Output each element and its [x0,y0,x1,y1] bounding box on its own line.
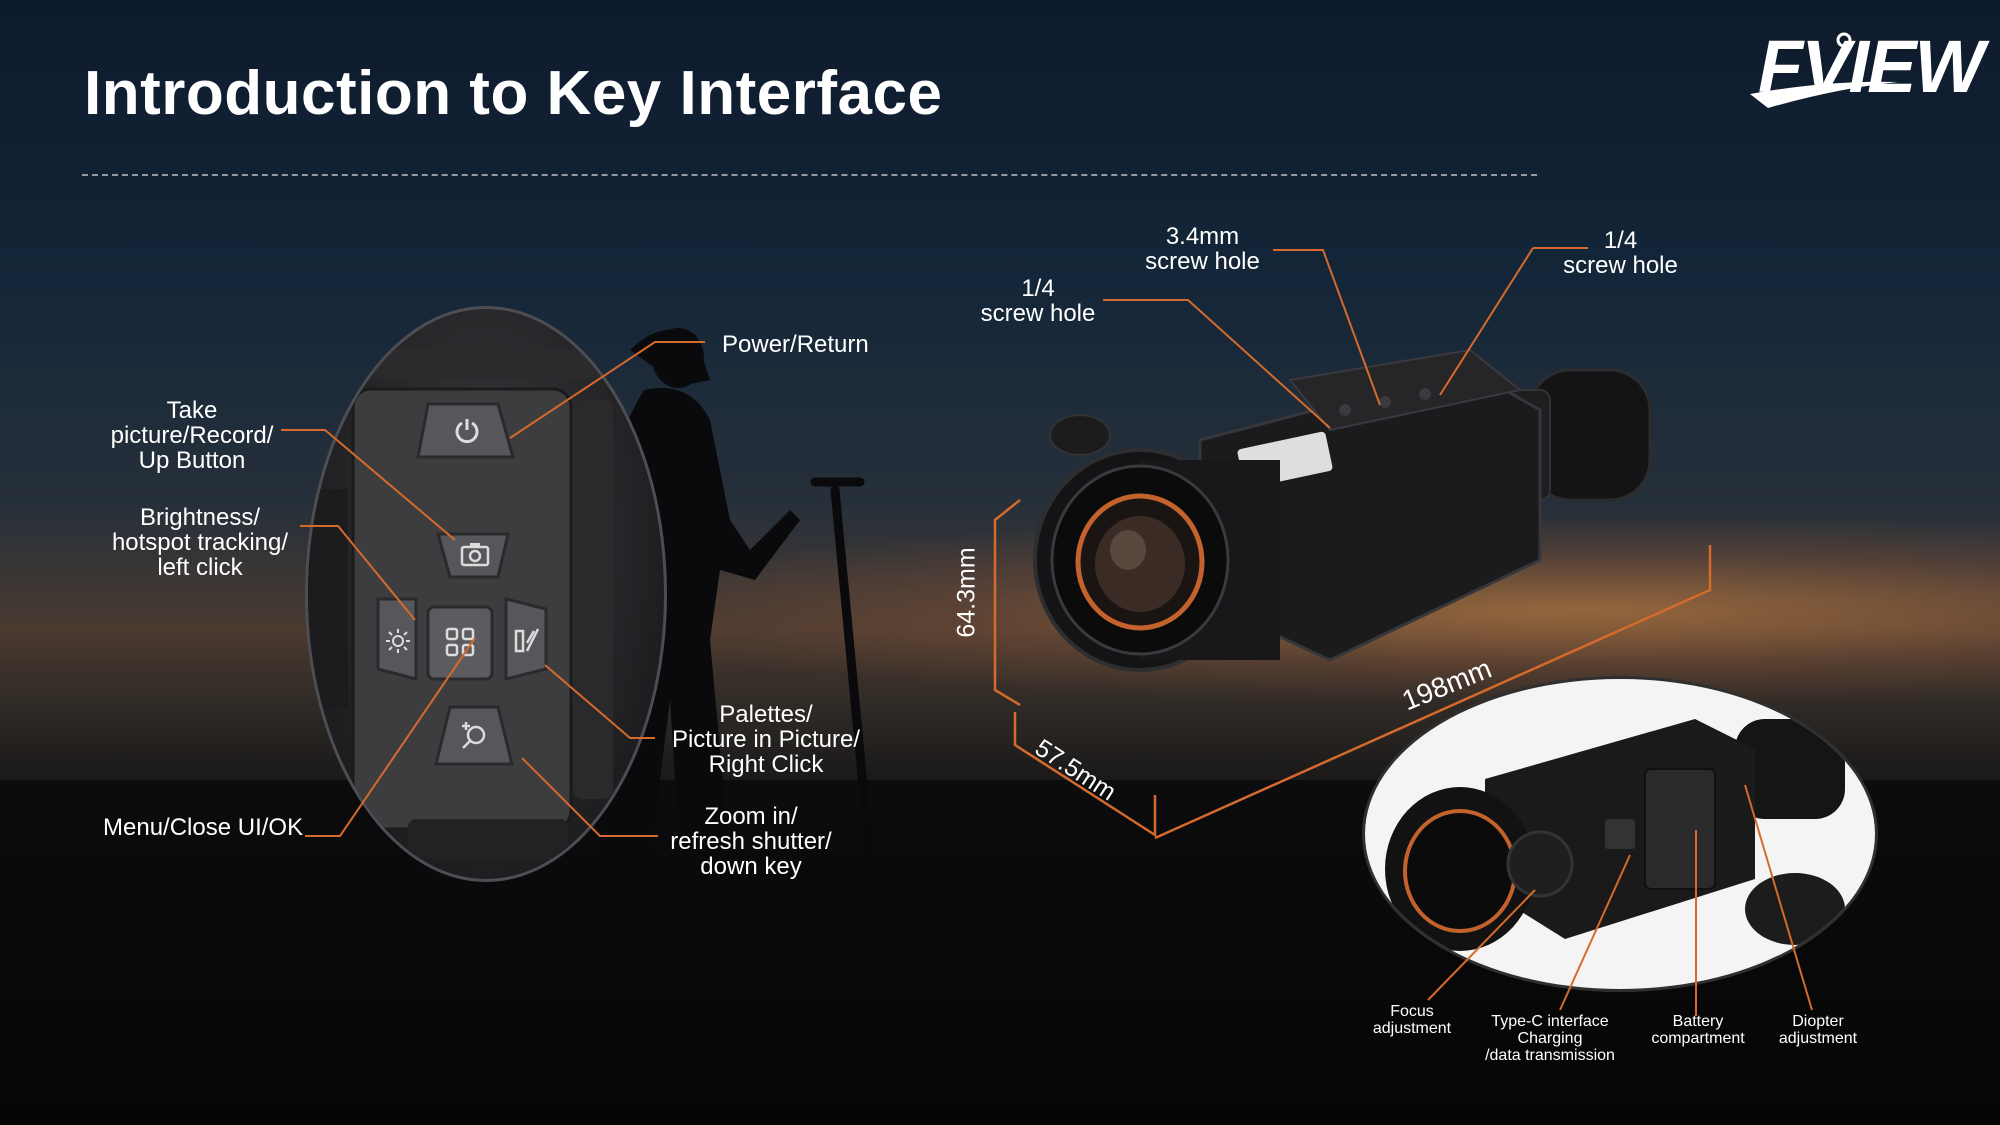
palette-icon[interactable] [514,625,540,655]
scope-side-drawing [1385,719,1845,951]
take-picture-label: Take picture/Record/ Up Button [110,397,274,474]
camera-icon[interactable] [460,541,490,567]
title-divider [82,174,1537,176]
screw-hole-14-right-label: 1/4 screw hole [1563,227,1678,279]
menu-label: Menu/Close UI/OK [103,814,304,841]
button-panel-inset [305,306,667,882]
button-panel-drawing [308,349,613,859]
battery-compartment-label: Battery compartment [1651,1013,1745,1047]
screw-hole-14-left-label: 1/4 screw hole [980,275,1096,327]
screw-hole-34mm-label: 3.4mm screw hole [1145,223,1260,275]
grid-icon[interactable] [445,627,475,657]
diopter-adjustment-label: Diopter adjustment [1778,1013,1858,1047]
logo-text: FVIEW [1758,25,1984,108]
brand-logo: FVIEW [1748,22,1984,112]
palettes-label: Palettes/ Picture in Picture/ Right Clic… [671,701,861,778]
scope-side-photo [1362,676,1878,992]
logo-swoosh [1750,32,1898,108]
sun-icon[interactable] [384,627,412,655]
typec-interface-label: Type-C interface Charging /data transmis… [1485,1013,1615,1064]
height-dimension: 64.3mm [952,547,981,638]
focus-adjustment-label: Focus adjustment [1372,1003,1452,1037]
zoom-label: Zoom in/ refresh shutter/ down key [670,803,832,880]
zoom-icon[interactable] [460,719,490,749]
brightness-label: Brightness/ hotspot tracking/ left click [111,504,289,581]
power-return-label: Power/Return [722,331,869,358]
page-title: Introduction to Key Interface [84,59,943,128]
power-icon[interactable] [453,416,481,444]
